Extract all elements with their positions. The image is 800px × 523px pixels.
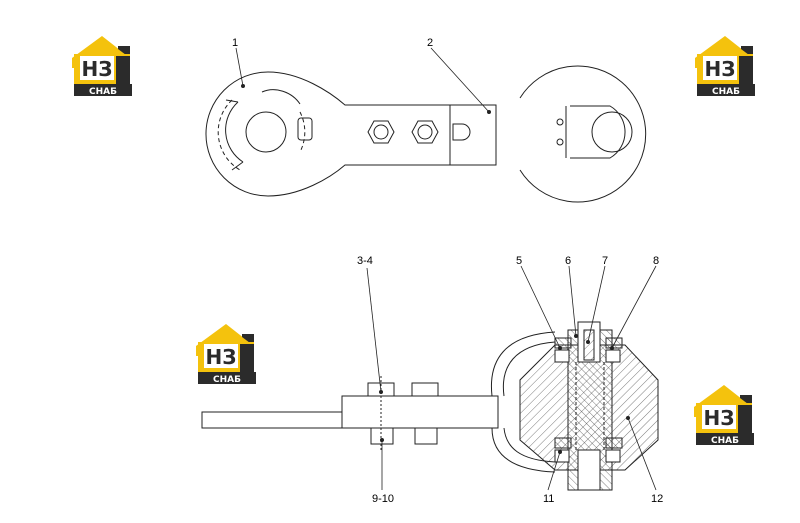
callout-8: 8: [653, 255, 659, 267]
callout-labels: 1 2 3-4 5 6 7 8 9-10 11 12: [232, 37, 663, 505]
lever-body: [205, 71, 497, 197]
logo-letters: НЗ: [705, 57, 736, 81]
logo-letters: НЗ: [82, 57, 113, 81]
callout-11: 11: [543, 493, 554, 505]
logo-bottom-right: НЗ СНАБ: [694, 385, 754, 446]
inner-ring-dashed: [299, 111, 306, 153]
logo-letters: НЗ: [704, 406, 735, 430]
callout-12: 12: [651, 493, 663, 505]
key-slot: [297, 117, 313, 141]
logo-caption: СНАБ: [712, 87, 740, 97]
nut-top-1: [367, 120, 395, 144]
wheel-outline: [519, 65, 647, 203]
logo-letters: НЗ: [206, 345, 237, 369]
small-slot: [452, 123, 471, 141]
hub-hole: [245, 111, 287, 153]
clamp-plate: [341, 395, 499, 429]
nut-top-2: [411, 120, 439, 144]
callout-7: 7: [602, 255, 608, 267]
callout-2: 2: [427, 37, 433, 49]
pin-lower: [577, 449, 601, 491]
logo-top-left: НЗ СНАБ: [72, 36, 132, 97]
wheel-hub: [570, 105, 626, 159]
logo-caption: СНАБ: [89, 87, 117, 97]
top-view: [205, 65, 647, 203]
callout-1: 1: [232, 37, 238, 49]
callout-3-4: 3-4: [357, 255, 373, 267]
section-view: [201, 321, 659, 491]
logo-caption: СНАБ: [711, 436, 739, 446]
logo-top-right: НЗ СНАБ: [695, 36, 755, 97]
lever-bar: [201, 411, 343, 429]
callout-5: 5: [516, 255, 522, 267]
leader-lines: [235, 47, 657, 491]
logo-caption: СНАБ: [213, 375, 241, 385]
callout-6: 6: [565, 255, 571, 267]
callout-9-10: 9-10: [372, 493, 394, 505]
logo-middle-left: НЗ СНАБ: [196, 324, 256, 385]
bolt-2: [411, 382, 439, 445]
